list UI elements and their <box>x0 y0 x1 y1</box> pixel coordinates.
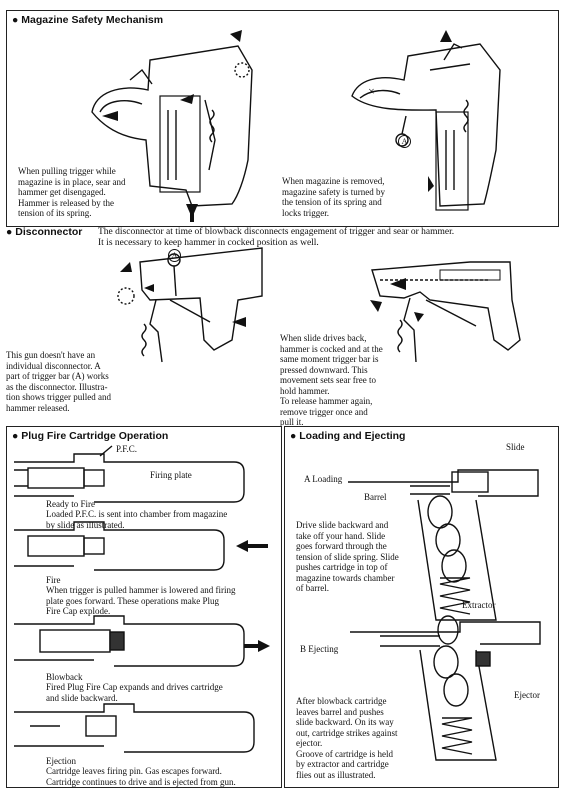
magazine-safety-caption-left: When pulling trigger while magazine is i… <box>18 166 126 218</box>
label-a-loading: A Loading <box>304 474 343 484</box>
arrow-fire <box>236 540 268 552</box>
disconnector-caption-left: This gun doesn't have an individual disc… <box>6 350 111 413</box>
pfc-stage-ejection <box>14 703 255 753</box>
disconnector-caption-right: When slide drives back, hammer is cocked… <box>280 333 383 427</box>
label-pfc: P.F.C. <box>116 444 138 454</box>
label-extractor: Extractor <box>462 600 496 610</box>
label-a-magazine: A <box>398 135 411 148</box>
label-x-magazine: × <box>368 84 375 98</box>
magazine-safety-title: ● Magazine Safety Mechanism <box>12 14 164 26</box>
pfc-stage-ready <box>14 445 245 503</box>
pfc-stage-fire <box>14 521 225 571</box>
gun-drawing-magazine-inserted <box>91 45 253 207</box>
label-barrel: Barrel <box>364 492 387 502</box>
pfc-step4-title: Ejection <box>46 756 76 766</box>
pfc-step2-title: Fire <box>46 575 61 585</box>
loading-text-b: After blowback cartridge leaves barrel a… <box>296 696 398 780</box>
pfc-title: ● Plug Fire Cartridge Operation <box>12 430 169 442</box>
loading-diagram <box>348 469 539 621</box>
pfc-step4-text: Cartridge leaves firing pin. Gas escapes… <box>46 766 236 787</box>
label-slide: Slide <box>506 442 525 452</box>
label-ejector: Ejector <box>514 690 540 700</box>
pfc-title-text: Plug Fire Cartridge Operation <box>21 430 169 442</box>
pfc-step1-title: Ready to Fire <box>46 499 95 509</box>
gun-drawing-slide-back <box>371 261 521 363</box>
magazine-safety-frame <box>6 10 559 227</box>
magazine-safety-title-text: Magazine Safety Mechanism <box>21 14 164 26</box>
loading-text-a: Drive slide backward and take off your h… <box>296 520 399 593</box>
label-firing-plate: Firing plate <box>150 470 192 480</box>
pfc-step3-title: Blowback <box>46 672 83 682</box>
disconnector-title-text: Disconnector <box>15 226 83 238</box>
magazine-safety-caption-right: When magazine is removed, magazine safet… <box>282 176 385 218</box>
disconnector-description-2: It is necessary to keep hammer in cocked… <box>98 238 319 248</box>
pfc-step1-text: Loaded P.F.C. is sent into chamber from … <box>46 509 228 530</box>
loading-frame <box>284 426 559 788</box>
pfc-frame <box>6 426 282 788</box>
pfc-step3-text: Fired Plug Fire Cap expands and drives c… <box>46 682 223 703</box>
loading-title: ● Loading and Ejecting <box>290 430 406 442</box>
arrows-disconnector-right <box>370 278 424 322</box>
pfc-step2-text: When trigger is pulled hammer is lowered… <box>46 585 236 616</box>
disconnector-title: ● Disconnector <box>6 226 83 238</box>
ejecting-diagram <box>350 615 541 761</box>
pfc-stage-blowback <box>14 615 245 667</box>
arrow-blowback <box>244 640 270 652</box>
arrows-disconnector-left <box>120 262 246 327</box>
disconnector-description-1: The disconnector at time of blowback dis… <box>98 227 455 237</box>
gun-drawing-trigger-pulled <box>117 247 263 363</box>
label-b-ejecting: B Ejecting <box>300 644 339 654</box>
arrows-right-top <box>428 30 452 192</box>
loading-title-text: Loading and Ejecting <box>299 430 406 442</box>
label-a-disconnector: A <box>168 249 181 262</box>
arrows-left-top <box>102 30 242 222</box>
